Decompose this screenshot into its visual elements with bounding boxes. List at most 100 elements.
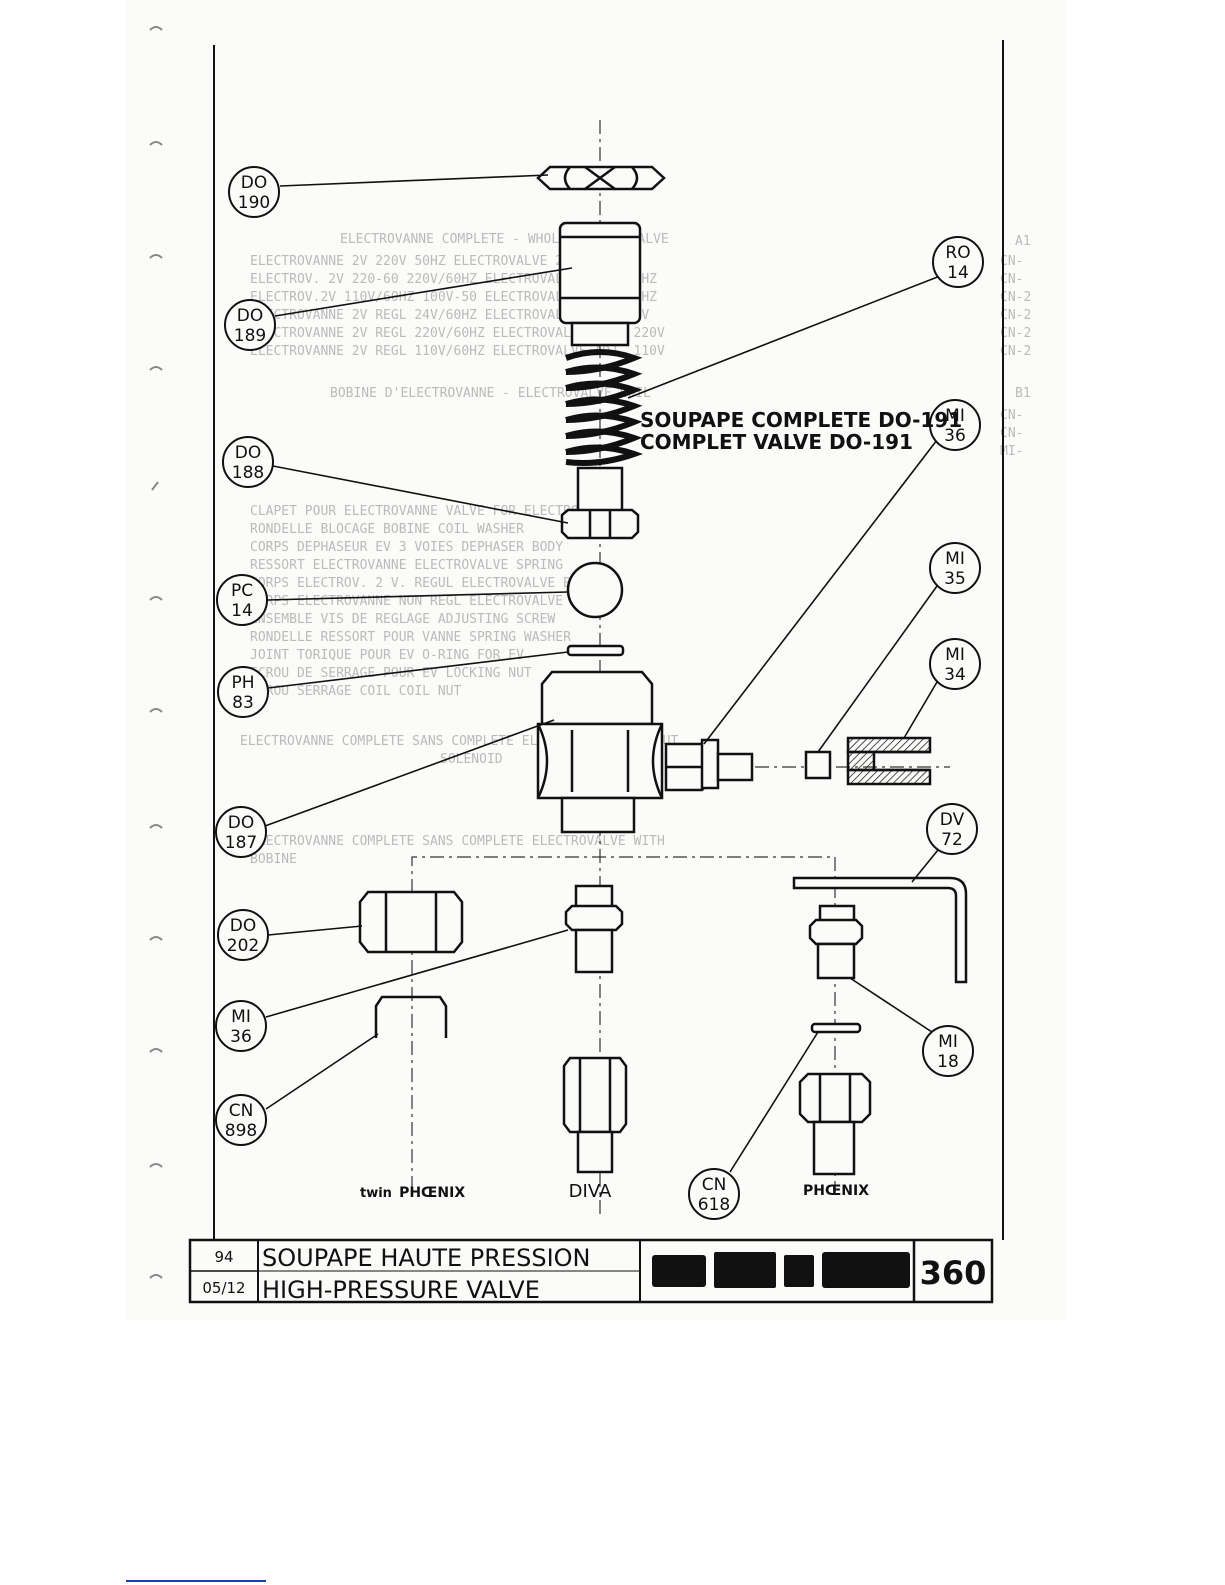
bleed-code: CN- bbox=[1000, 254, 1023, 269]
bleed-code: B1 bbox=[1015, 386, 1031, 401]
callout-code: DO bbox=[237, 306, 263, 326]
title-fr: SOUPAPE HAUTE PRESSION bbox=[262, 1244, 591, 1272]
callout-ro14: RO 14 bbox=[932, 236, 984, 288]
variant-labels: twin PHŒNIX DIVA PHŒNIX bbox=[360, 1181, 869, 1202]
callout-code: CN bbox=[229, 1101, 254, 1121]
bleed-line: RESSORT ELECTROVANNE ELECTROVALVE SPRING bbox=[250, 558, 563, 573]
callout-mi34: MI 34 bbox=[929, 638, 981, 690]
callout-number: 72 bbox=[941, 830, 963, 850]
callout-code: CN bbox=[702, 1175, 727, 1195]
title-block: 94 05/12 SOUPAPE HAUTE PRESSION HIGH-PRE… bbox=[188, 1238, 994, 1304]
callout-number: 83 bbox=[232, 693, 254, 713]
callout-dv72: DV 72 bbox=[926, 803, 978, 855]
page-number: 94 bbox=[214, 1248, 233, 1266]
callout-cn618: CN 618 bbox=[688, 1168, 740, 1220]
nut-mi34 bbox=[846, 736, 932, 786]
callout-code: PH bbox=[231, 673, 254, 693]
lock-nut-do190 bbox=[536, 165, 666, 191]
bleed-line: ENSEMBLE VIS DE REGLAGE ADJUSTING SCREW bbox=[250, 612, 555, 627]
callout-number: 18 bbox=[937, 1052, 959, 1072]
bleed-line: RONDELLE RESSORT POUR VANNE SPRING WASHE… bbox=[250, 630, 571, 645]
bleed-line: ELECTROVANNE 2V REGL 220V/60HZ ELECTROVA… bbox=[250, 326, 665, 341]
callout-code: DO bbox=[228, 813, 254, 833]
bleed-line: CORPS DEPHASEUR EV 3 VOIES DEPHASER BODY bbox=[250, 540, 563, 555]
bleed-code: CN- bbox=[1000, 272, 1023, 287]
ball-pc14 bbox=[566, 561, 624, 619]
valve-note: SOUPAPE COMPLETE DO-191 COMPLET VALVE DO… bbox=[640, 408, 962, 454]
callout-number: 202 bbox=[227, 936, 259, 956]
bleed-code: CN- bbox=[1000, 408, 1023, 423]
bleed-code: CN-2 bbox=[1000, 308, 1031, 323]
callout-code: DO bbox=[230, 916, 256, 936]
revision-date: 05/12 bbox=[202, 1279, 245, 1297]
fitting-mi36-mid bbox=[564, 884, 624, 974]
hex-nut-do202 bbox=[358, 890, 464, 954]
callout-code: MI bbox=[938, 1032, 958, 1052]
variant-phoenix: PHŒNIX bbox=[803, 1183, 869, 1199]
leader-lines bbox=[264, 174, 943, 1173]
spring-ro14 bbox=[565, 349, 644, 466]
callout-mi18: MI 18 bbox=[922, 1025, 974, 1077]
poppet-do188 bbox=[560, 466, 640, 540]
diva-connector bbox=[562, 1056, 628, 1174]
callout-ph83: PH 83 bbox=[217, 666, 269, 718]
callout-number: 188 bbox=[232, 463, 264, 483]
callout-number: 14 bbox=[231, 601, 253, 621]
callout-code: DO bbox=[235, 443, 261, 463]
callout-mi35: MI 35 bbox=[929, 542, 981, 594]
callout-do188: DO 188 bbox=[222, 436, 274, 488]
title-en: HIGH-PRESSURE VALVE bbox=[262, 1276, 540, 1304]
callout-code: MI bbox=[945, 549, 965, 569]
callout-number: 190 bbox=[238, 193, 270, 213]
callout-number: 187 bbox=[225, 833, 257, 853]
callout-number: 618 bbox=[698, 1195, 730, 1215]
valve-note-en: COMPLET VALVE DO-191 bbox=[640, 430, 913, 454]
plate-number: 360 bbox=[920, 1254, 987, 1292]
drawing-frame bbox=[213, 40, 1004, 1240]
callout-do202: DO 202 bbox=[217, 909, 269, 961]
bleed-line: ELECTROV. 2V 220-60 220V/60HZ ELECTROVAL… bbox=[250, 272, 657, 287]
bleed-line: SOLENOID bbox=[440, 752, 503, 767]
variant-diva: DIVA bbox=[569, 1181, 612, 1202]
callout-code: MI bbox=[945, 645, 965, 665]
bleed-code: MI- bbox=[1000, 444, 1023, 459]
callout-number: 189 bbox=[234, 326, 266, 346]
callout-mi36-right: MI 36 bbox=[929, 399, 981, 451]
callout-code: RO bbox=[945, 243, 970, 263]
callout-code: DO bbox=[241, 173, 267, 193]
bleed-line: ECROU SERRAGE COIL COIL NUT bbox=[250, 684, 461, 699]
callout-cn898: CN 898 bbox=[215, 1094, 267, 1146]
callout-number: 898 bbox=[225, 1121, 257, 1141]
bleed-code: CN-2 bbox=[1000, 326, 1031, 341]
binder-marks bbox=[149, 26, 163, 1279]
variant-twin-phoenix: twin PHŒNIX bbox=[360, 1185, 465, 1201]
bleed-code: CN-2 bbox=[1000, 344, 1031, 359]
callout-number: 34 bbox=[944, 665, 966, 685]
fitting-mi36-side bbox=[664, 738, 754, 792]
callout-number: 14 bbox=[947, 263, 969, 283]
bleed-line: ELECTROVANNE 2V REGL 110V/60HZ ELECTROVA… bbox=[250, 344, 665, 359]
bleed-line: ELECTROV.2V 110V/60HZ 100V-50 ELECTROVAL… bbox=[250, 290, 657, 305]
callout-code: PC bbox=[231, 581, 253, 601]
fitting-mi18 bbox=[808, 904, 864, 980]
callout-mi36-left: MI 36 bbox=[215, 1000, 267, 1052]
footer-rule bbox=[126, 1580, 266, 1582]
bleed-line: JOINT TORIQUE POUR EV O-RING FOR EV bbox=[250, 648, 524, 663]
callout-do189: DO 189 bbox=[224, 299, 276, 351]
bleed-line: BOBINE bbox=[250, 852, 297, 867]
bleed-line: ELECTROVANNE COMPLETE SANS COMPLETE ELEC… bbox=[250, 834, 665, 849]
callout-do187: DO 187 bbox=[215, 806, 267, 858]
brand-logo bbox=[652, 1252, 910, 1288]
bleed-through-text: ELECTROVANNE COMPLETE - WHOLE ELECTROVAL… bbox=[240, 232, 1031, 867]
hex-key-dv72 bbox=[792, 876, 968, 984]
cap-do189 bbox=[558, 221, 642, 347]
bleed-code: CN- bbox=[1000, 426, 1023, 441]
callout-code: MI bbox=[945, 406, 965, 426]
insert-mi35 bbox=[804, 750, 832, 780]
bleed-line: RONDELLE BLOCAGE BOBINE COIL WASHER bbox=[250, 522, 524, 537]
bleed-line: CORPS ELECTROV. 2 V. REGUL ELECTROVALVE … bbox=[250, 576, 595, 591]
bleed-code: A1 bbox=[1015, 234, 1031, 249]
callout-number: 36 bbox=[230, 1027, 252, 1047]
callout-number: 36 bbox=[944, 426, 966, 446]
